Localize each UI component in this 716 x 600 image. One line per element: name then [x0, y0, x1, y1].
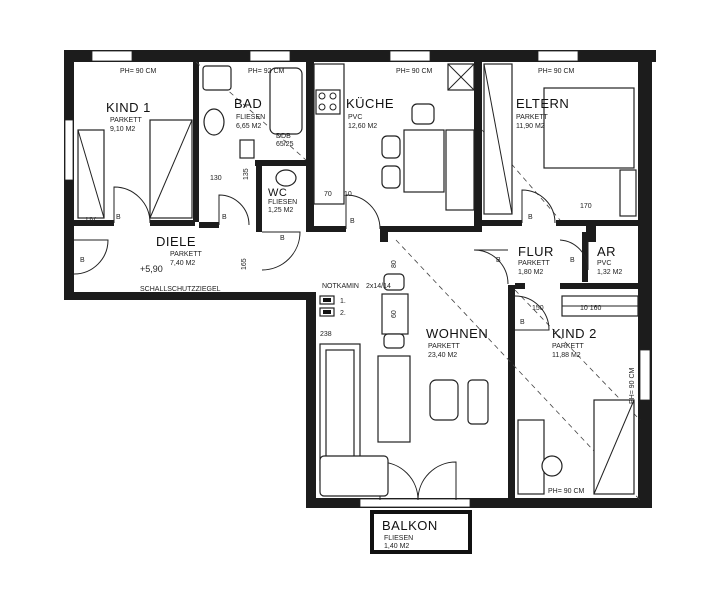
dim-170: 170	[580, 203, 592, 210]
room-kind2-floor: PARKETT	[552, 343, 584, 350]
room-ar-name: AR	[597, 244, 616, 259]
room-balkon-name: BALKON	[382, 518, 438, 533]
ddb-label: DDB	[276, 133, 291, 140]
dim-150: 150	[532, 305, 544, 312]
door-b-eltern: B	[528, 214, 533, 221]
room-kind1-floor: PARKETT	[110, 117, 142, 124]
annotations: PH= 90 CM PH= 92 CM PH= 90 CM PH= 90 CM …	[80, 68, 636, 495]
room-flur-floor: PARKETT	[518, 260, 550, 267]
room-ar-floor: PVC	[597, 260, 611, 267]
room-wohnen-floor: PARKETT	[428, 343, 460, 350]
ph-bad: PH= 92 CM	[248, 68, 285, 75]
door-b-bad: B	[222, 214, 227, 221]
room-bad-floor: FLIESEN	[236, 114, 265, 121]
room-eltern-area: 11,90 M2	[516, 123, 545, 130]
furniture	[77, 63, 639, 497]
dim-70: 70	[324, 191, 332, 198]
dim-130: 130	[210, 175, 222, 182]
room-balkon-floor: FLIESEN	[384, 535, 413, 542]
dim-10: 10	[344, 191, 352, 198]
door-b-kind2: B	[520, 319, 525, 326]
room-wohnen-name: WOHNEN	[426, 326, 488, 341]
dim-80: 80	[391, 260, 398, 268]
room-wohnen-area: 23,40 M2	[428, 352, 457, 359]
room-kueche-area: 12,60 M2	[348, 123, 377, 130]
ddb-size: 65/25	[276, 141, 294, 148]
room-flur-name: FLUR	[518, 244, 554, 259]
door-b-wc: B	[280, 235, 285, 242]
room-diele-name: DIELE	[156, 234, 196, 249]
room-labels: KIND 1 PARKETT 9,10 M2 BAD FLIESEN 6,65 …	[106, 96, 622, 550]
door-b-kueche: B	[350, 218, 355, 225]
room-kueche-floor: PVC	[348, 114, 362, 121]
dim-60: 60	[391, 310, 398, 318]
inner-walls	[74, 62, 640, 500]
door-b-kind1: B	[116, 214, 121, 221]
door-b-entrance: B	[80, 257, 85, 264]
dim-10-160: 10 160	[580, 305, 602, 312]
balcony	[370, 510, 472, 554]
door-b-ar: B	[570, 257, 575, 264]
room-kind1-area: 9,10 M2	[110, 126, 135, 133]
notkamin-2: 2.	[340, 310, 346, 317]
room-flur-area: 1,80 M2	[518, 269, 543, 276]
ph-kind1: PH= 90 CM	[120, 68, 157, 75]
room-kind2-area: 11,88 M2	[552, 352, 581, 359]
room-balkon-area: 1,40 M2	[384, 543, 409, 550]
room-wc-area: 1,25 M2	[268, 207, 293, 214]
outer-walls	[64, 50, 656, 508]
notkamin-label: NOTKAMIN	[322, 283, 359, 290]
room-eltern-floor: PARKETT	[516, 114, 548, 121]
uv-label: UV	[86, 217, 96, 224]
room-wc-floor: FLIESEN	[268, 199, 297, 206]
room-diele-area: 7,40 M2	[170, 260, 195, 267]
notkamin-size: 2x14/14	[366, 283, 391, 290]
room-kind2-name: KIND 2	[552, 326, 597, 341]
room-eltern-name: ELTERN	[516, 96, 569, 111]
room-wc-name: WC	[268, 187, 287, 199]
ph-kind2-right: PH= 90 CM	[629, 367, 636, 404]
door-b-flur: B	[496, 257, 501, 264]
dim-135: 135	[243, 168, 250, 180]
ph-kind2-bottom: PH= 90 CM	[548, 488, 585, 495]
room-kind1-name: KIND 1	[106, 100, 151, 115]
dim-238: 238	[320, 331, 332, 338]
room-bad-name: BAD	[234, 96, 262, 111]
ph-eltern: PH= 90 CM	[538, 68, 575, 75]
schall-label: SCHALLSCHUTZZIEGEL	[140, 286, 221, 293]
room-ar-area: 1,32 M2	[597, 269, 622, 276]
level-label: +5,90	[140, 264, 163, 274]
room-bad-area: 6,65 M2	[236, 123, 261, 130]
room-diele-floor: PARKETT	[170, 251, 202, 258]
ph-kueche: PH= 90 CM	[396, 68, 433, 75]
dim-165: 165	[241, 258, 248, 270]
room-kueche-name: KÜCHE	[346, 96, 394, 111]
notkamin-1: 1.	[340, 298, 346, 305]
